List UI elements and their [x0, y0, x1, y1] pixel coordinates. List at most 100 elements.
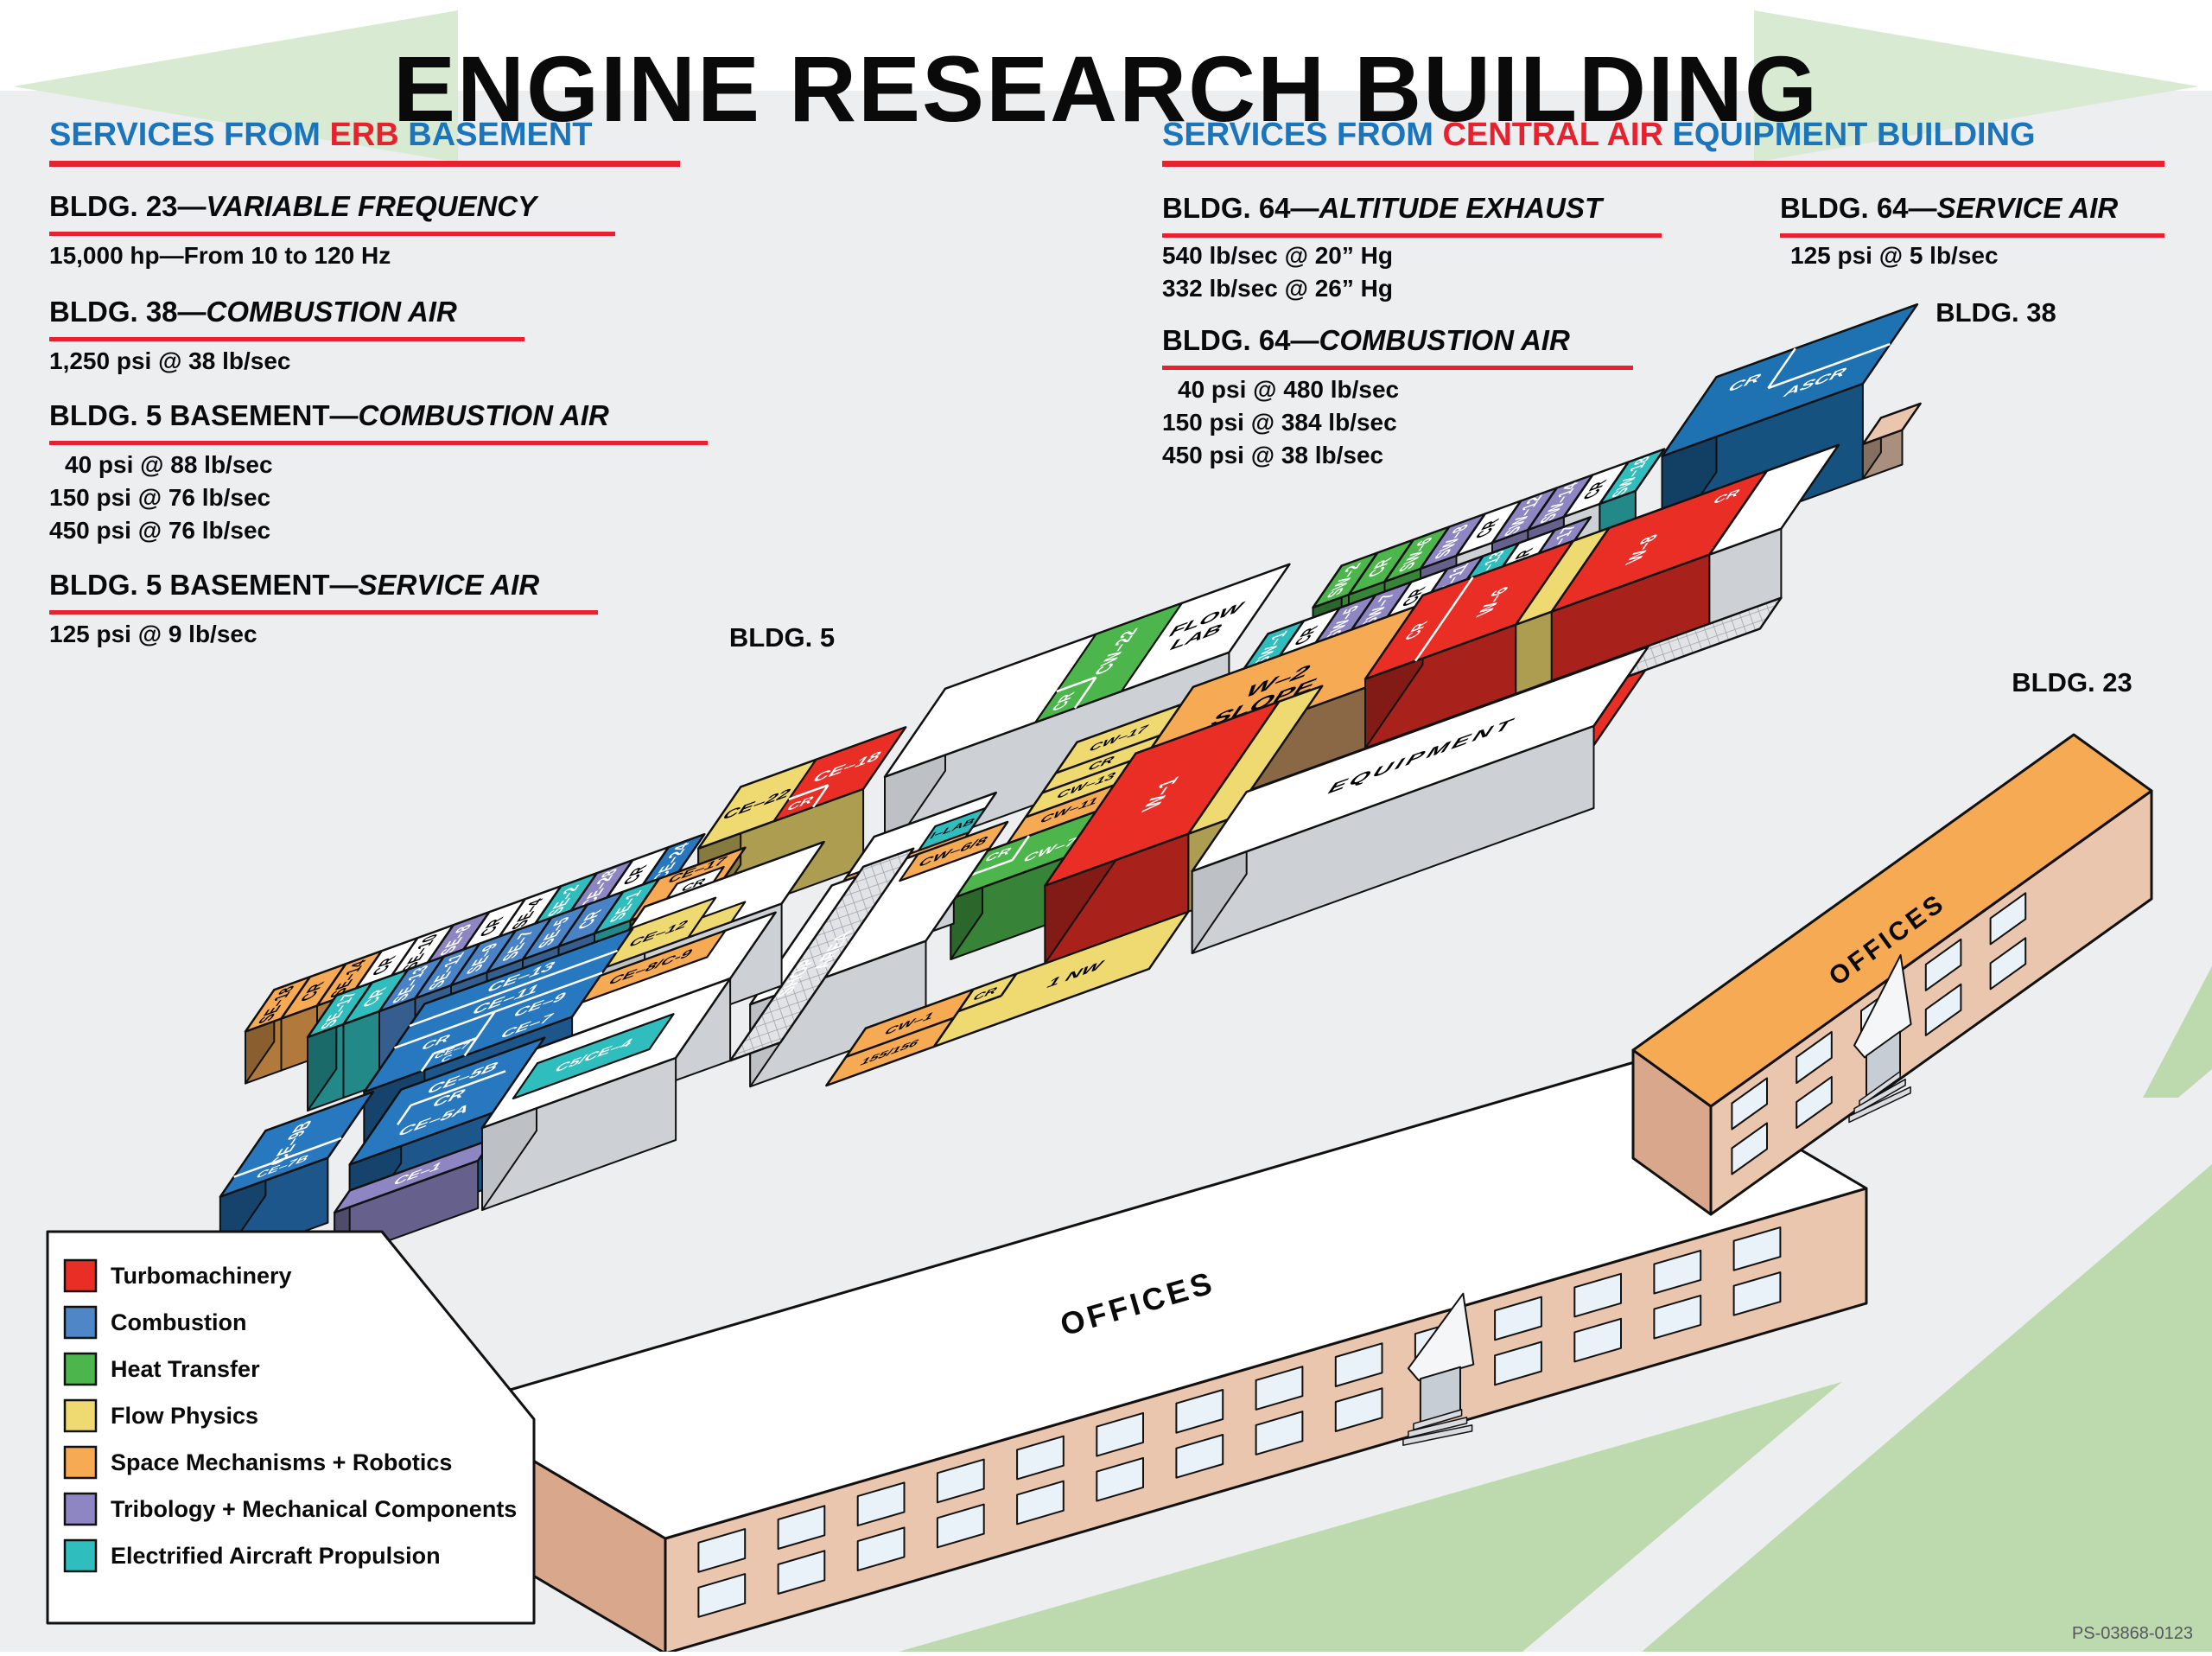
front-offices-window — [856, 1526, 906, 1572]
front-offices-window — [1494, 1341, 1542, 1386]
divider-line — [409, 949, 619, 1028]
legend-label-0: Turbomachinery — [111, 1263, 292, 1289]
ascr-annex — [1861, 402, 1922, 480]
service-entry-line-0-0: 540 lb/sec @ 20” Hg — [1162, 242, 1393, 269]
service-entry-line-1-0: 125 psi @ 5 lb/sec — [1790, 242, 1999, 269]
service-entry-line-2-0: 40 psi @ 480 lb/sec — [1178, 376, 1399, 403]
front-offices-window — [777, 1550, 826, 1595]
w8-white — [1708, 443, 1840, 625]
divider-line — [1767, 342, 1891, 390]
entry-underline-0 — [1162, 233, 1662, 238]
service-entry-line-2-1: 150 psi @ 384 lb/sec — [1162, 409, 1397, 436]
title-triangle-left — [13, 10, 458, 162]
bldg23-offices-canopy — [1853, 954, 1912, 1059]
legend-swatch-0 — [63, 1258, 98, 1293]
service-entry-line-2-2: 450 psi @ 38 lb/sec — [1162, 442, 1383, 468]
title-triangle-right — [1754, 10, 2199, 162]
bldg23-offices-step — [1853, 1078, 1906, 1116]
divider-line — [433, 1036, 478, 1055]
front-offices-window — [1653, 1294, 1702, 1340]
equipment-top — [1191, 645, 1649, 873]
heading-underline — [1162, 161, 2164, 167]
service-entry-line-0-1: 332 lb/sec @ 26” Hg — [1162, 275, 1393, 302]
page-title: ENGINE RESEARCH BUILDING — [393, 36, 1819, 141]
central-white-area-0 — [899, 820, 1009, 882]
front-offices-window — [1573, 1272, 1622, 1318]
se-front-row-cell-CR-1: CR — [342, 968, 410, 1099]
entry-underline-2 — [49, 441, 708, 445]
front-offices: OFFICES — [443, 1057, 1868, 1655]
legend-label-2: Heat Transfer — [111, 1356, 260, 1382]
legend-swatch-3 — [63, 1398, 98, 1433]
legend-label-3: Flow Physics — [111, 1403, 258, 1429]
bldg23-offices-window — [1924, 938, 1962, 991]
divider-line — [965, 858, 1014, 878]
divider-line — [845, 1016, 955, 1059]
service-entry-title-2: BLDG. 5 BASEMENT—COMBUSTION AIR — [49, 399, 609, 431]
service-entry-line-2-2: 450 psi @ 76 lb/sec — [49, 517, 270, 544]
legend-label-5: Tribology + Mechanical Components — [111, 1496, 517, 1522]
service-entry-title-1: BLDG. 38—COMBUSTION AIR — [49, 296, 457, 328]
divider-line — [393, 971, 603, 1049]
sw-back-row-cell-SW18-8-top — [1599, 448, 1666, 506]
front-offices-window — [1334, 1342, 1383, 1387]
front-offices-window — [777, 1505, 826, 1550]
front-offices-step — [1413, 1409, 1463, 1430]
front-offices-window — [1255, 1411, 1304, 1455]
bldg23-offices-roof — [1631, 733, 2153, 1108]
ce5b-top — [348, 1036, 546, 1166]
front-offices-step — [1408, 1417, 1468, 1438]
bldg23-offices: OFFICES — [1631, 733, 2153, 1216]
c5-block-area-0 — [512, 1013, 675, 1100]
legend-label-6: Electrified Aircraft Propulsion — [111, 1543, 441, 1569]
service-entry-title-0: BLDG. 64—ALTITUDE EXHAUST — [1162, 192, 1605, 224]
front-offices-window — [1016, 1480, 1065, 1525]
front-offices-window — [697, 1528, 747, 1573]
front-offices-window — [1732, 1226, 1782, 1271]
divider-line — [1055, 734, 1160, 774]
se-front-row-cell-SE1-8-top — [593, 877, 661, 935]
w8-white-top — [1708, 443, 1840, 556]
entry-underline-2 — [1162, 366, 1633, 370]
divider-line — [1056, 676, 1096, 693]
services-right: SERVICES FROM CENTRAL AIR EQUIPMENT BUIL… — [1162, 117, 2164, 468]
legend-label-4: Space Mechanisms + Robotics — [111, 1449, 452, 1475]
front-offices-window — [1175, 1434, 1224, 1479]
bldg23-offices-window — [1796, 1030, 1833, 1084]
w1-strip-top — [1187, 685, 1324, 835]
ce9b-top — [219, 1090, 375, 1198]
entry-underline-3 — [49, 610, 598, 615]
entry-underline-1 — [1780, 233, 2164, 238]
legend-swatch-1 — [63, 1305, 98, 1340]
entry-underline-1 — [49, 337, 524, 341]
doc-number: PS-03868-0123 — [2072, 1624, 2193, 1643]
divider-line — [811, 784, 830, 808]
lawn-1 — [2143, 966, 2212, 1098]
service-entry-line-3-0: 125 psi @ 9 lb/sec — [49, 621, 257, 647]
front-offices-window — [1016, 1435, 1065, 1481]
ce22-ce18-area-0 — [772, 726, 907, 823]
legend-label-1: Combustion — [111, 1309, 246, 1335]
service-entry-line-0-0: 15,000 hp—From 10 to 120 Hz — [49, 242, 391, 269]
divider-line — [420, 1053, 435, 1073]
front-offices-window — [1096, 1411, 1144, 1457]
service-entry-line-2-1: 150 psi @ 76 lb/sec — [49, 484, 270, 511]
cw14-block-area-1 — [918, 806, 987, 852]
front-offices-window — [1175, 1389, 1224, 1434]
bldg23-offices-window — [1796, 1075, 1833, 1129]
divider-line — [1011, 835, 1030, 861]
divider-line — [397, 1105, 412, 1126]
heading-underline — [49, 161, 680, 167]
services-left-heading: SERVICES FROM ERB BASEMENT — [49, 117, 593, 153]
legend-swatch-6 — [63, 1538, 98, 1573]
front-offices-canopy — [1407, 1292, 1475, 1382]
bldg23-offices-window — [1731, 1077, 1768, 1131]
service-entry-line-2-0: 40 psi @ 88 lb/sec — [65, 451, 273, 478]
map-floating-label-0: BLDG. 5 — [729, 622, 835, 653]
bldg23-offices-step — [1848, 1086, 1911, 1124]
service-entry-title-2: BLDG. 64—COMBUSTION AIR — [1162, 324, 1570, 356]
bldg23-offices-window — [1731, 1122, 1768, 1175]
